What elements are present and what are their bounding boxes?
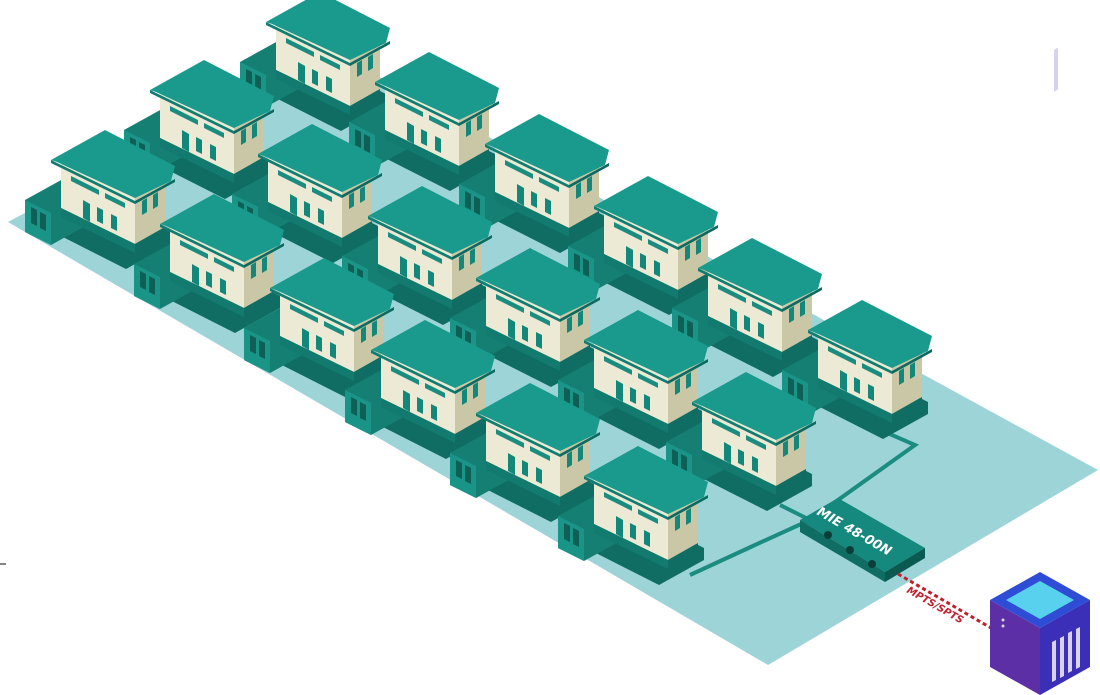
vent-slot	[1054, 48, 1058, 92]
link-label: MPTS/SPTS	[905, 585, 966, 626]
server-icon[interactable]	[990, 48, 1090, 695]
device-port	[846, 546, 854, 554]
device-port	[824, 531, 832, 539]
mpts-link: MPTS/SPTS	[898, 574, 998, 632]
device-port	[868, 560, 876, 568]
